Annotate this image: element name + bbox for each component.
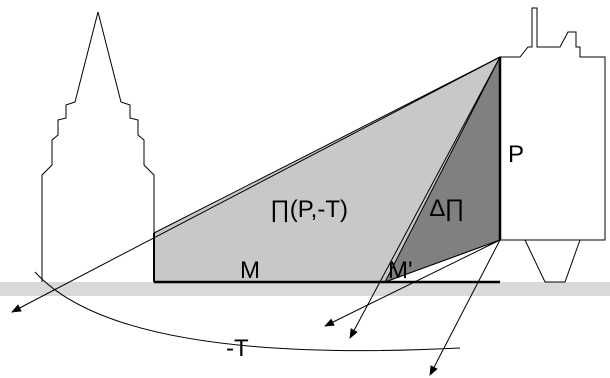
- ray-middle-1: [324, 239, 501, 327]
- building-outline: [499, 7, 606, 241]
- point-p-label: P: [508, 141, 524, 168]
- building-legs: [524, 239, 581, 283]
- church-tower: [41, 11, 155, 282]
- ray-right: [429, 239, 501, 376]
- segment-m-label: M: [240, 257, 260, 284]
- delta-pi-label: ∆∏: [430, 195, 464, 222]
- arc-t-label: -T: [226, 335, 249, 362]
- ray-left: [11, 56, 501, 313]
- ground-strip: [0, 282, 610, 296]
- segment-m-prime-label: M': [388, 257, 413, 284]
- arc-t: [34, 271, 461, 352]
- pi-region-label: ∏(P,-T): [270, 196, 348, 223]
- ray-middle-2: [349, 56, 501, 339]
